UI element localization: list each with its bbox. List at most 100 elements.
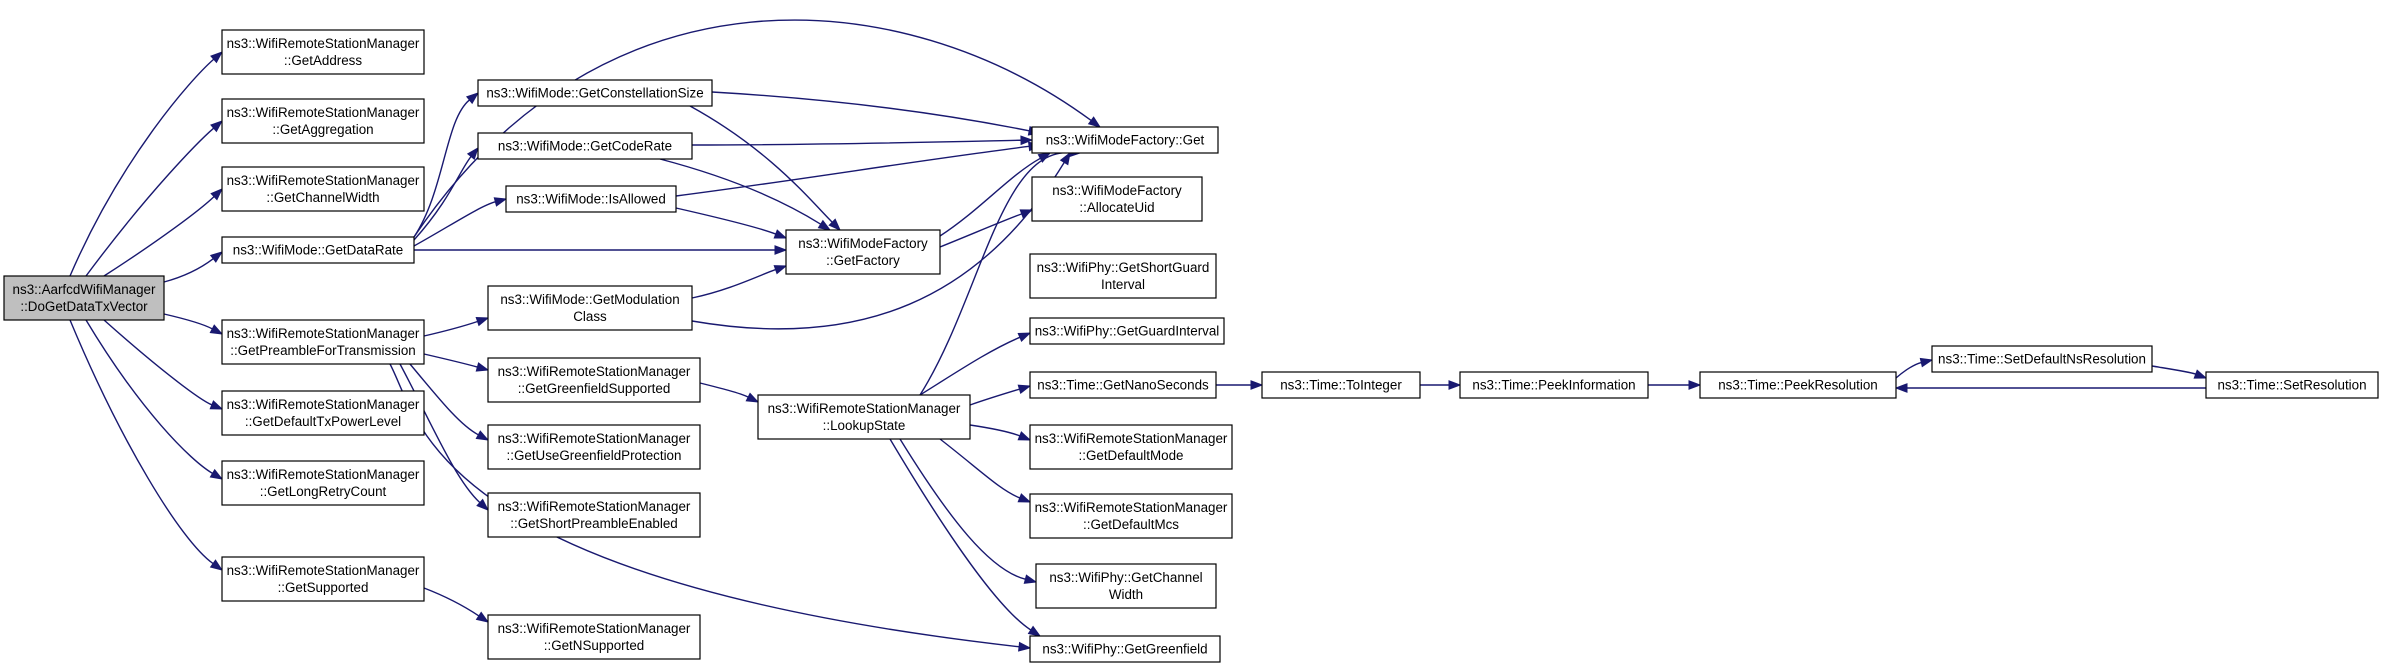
node-peekInformation[interactable]: ns3::Time::PeekInformation bbox=[1459, 371, 1649, 399]
edge-getPreamble-to-getShortPreamble bbox=[399, 363, 490, 511]
node-label: ::GetNSupported bbox=[544, 638, 645, 653]
edge-lookupState-to-getNanoSeconds bbox=[969, 384, 1032, 406]
edge-getSupported-to-getNSupported bbox=[423, 587, 490, 623]
node-getCodeRate[interactable]: ns3::WifiMode::GetCodeRate bbox=[477, 132, 693, 160]
node-setDefaultNs[interactable]: ns3::Time::SetDefaultNsResolution bbox=[1931, 345, 2153, 373]
edge-lookupState-to-getDefaultMode bbox=[969, 424, 1032, 441]
node-getGuardInterval[interactable]: ns3::WifiPhy::GetGuardInterval bbox=[1029, 317, 1225, 345]
node-box bbox=[1261, 371, 1421, 399]
node-getAddress[interactable]: ns3::WifiRemoteStationManager::GetAddres… bbox=[221, 29, 425, 75]
node-getDataRate[interactable]: ns3::WifiMode::GetDataRate bbox=[221, 236, 415, 264]
arrowhead-icon bbox=[1023, 574, 1038, 584]
node-getDefaultMcs[interactable]: ns3::WifiRemoteStationManager::GetDefaul… bbox=[1029, 493, 1233, 539]
edge-root-to-getSupported bbox=[69, 319, 224, 571]
node-box bbox=[477, 132, 693, 160]
arrowhead-icon bbox=[828, 218, 841, 231]
node-allocateUid[interactable]: ns3::WifiModeFactory::AllocateUid bbox=[1031, 176, 1203, 222]
node-lookupState[interactable]: ns3::WifiRemoteStationManager::LookupSta… bbox=[757, 394, 971, 440]
arrowhead-icon bbox=[1688, 380, 1702, 390]
edge-line bbox=[85, 127, 215, 277]
node-getUseGreenfield[interactable]: ns3::WifiRemoteStationManager::GetUseGre… bbox=[487, 424, 701, 470]
node-label: ::GetDefaultTxPowerLevel bbox=[245, 414, 401, 429]
arrowhead-icon bbox=[1027, 625, 1042, 637]
arrowhead-icon bbox=[1250, 380, 1264, 390]
node-getGreenfieldSupported[interactable]: ns3::WifiRemoteStationManager::GetGreenf… bbox=[487, 357, 701, 403]
node-label: ::LookupState bbox=[823, 418, 906, 433]
node-getShortPreamble[interactable]: ns3::WifiRemoteStationManager::GetShortP… bbox=[487, 492, 701, 538]
node-toInteger[interactable]: ns3::Time::ToInteger bbox=[1261, 371, 1421, 399]
node-label: ns3::WifiModeFactory bbox=[798, 236, 928, 251]
node-getPreamble[interactable]: ns3::WifiRemoteStationManager::GetPreamb… bbox=[221, 319, 425, 365]
node-label: ns3::WifiMode::GetConstellationSize bbox=[486, 86, 703, 101]
node-label: ns3::Time::ToInteger bbox=[1280, 378, 1402, 393]
node-box bbox=[3, 275, 165, 321]
node-getLongRetry[interactable]: ns3::WifiRemoteStationManager::GetLongRe… bbox=[221, 460, 425, 506]
edge-getDataRate-to-factoryGetFactory bbox=[413, 245, 788, 255]
edge-line bbox=[423, 353, 478, 368]
node-getConstellation[interactable]: ns3::WifiMode::GetConstellationSize bbox=[477, 79, 713, 107]
node-isAllowed[interactable]: ns3::WifiMode::IsAllowed bbox=[505, 185, 677, 213]
edge-getModClass-to-factoryGetFactory bbox=[691, 265, 788, 299]
node-label: Class bbox=[573, 309, 607, 324]
node-phyGetChannelWidth[interactable]: ns3::WifiPhy::GetChannelWidth bbox=[1035, 563, 1217, 609]
node-getChannelWidth[interactable]: ns3::WifiRemoteStationManager::GetChanne… bbox=[221, 166, 425, 212]
node-peekResolution[interactable]: ns3::Time::PeekResolution bbox=[1699, 371, 1897, 399]
arrowhead-icon bbox=[1017, 431, 1032, 441]
node-box bbox=[1029, 493, 1233, 539]
node-getNSupported[interactable]: ns3::WifiRemoteStationManager::GetNSuppo… bbox=[487, 614, 701, 660]
edge-lookupState-to-phyGetChannelWidth bbox=[899, 438, 1038, 584]
node-label: ns3::WifiRemoteStationManager bbox=[768, 401, 961, 416]
edge-line bbox=[899, 438, 1026, 580]
node-label: ns3::WifiMode::GetModulation bbox=[500, 292, 679, 307]
node-getAggregation[interactable]: ns3::WifiRemoteStationManager::GetAggreg… bbox=[221, 98, 425, 144]
node-root[interactable]: ns3::AarfcdWifiManager::DoGetDataTxVecto… bbox=[3, 275, 165, 321]
arrowhead-icon bbox=[476, 498, 490, 511]
arrowhead-icon bbox=[1020, 135, 1034, 146]
edge-getNanoSeconds-to-toInteger bbox=[1216, 380, 1264, 390]
edge-toInteger-to-peekInformation bbox=[1420, 380, 1462, 390]
edge-getPreamble-to-getModClass bbox=[423, 316, 490, 337]
node-getDefaultMode[interactable]: ns3::WifiRemoteStationManager::GetDefaul… bbox=[1029, 424, 1233, 470]
node-box bbox=[1029, 371, 1217, 399]
node-getNanoSeconds[interactable]: ns3::Time::GetNanoSeconds bbox=[1029, 371, 1217, 399]
edge-root-to-getChannelWidth bbox=[103, 188, 224, 277]
node-box bbox=[1029, 253, 1217, 299]
node-label: ns3::WifiMode::GetCodeRate bbox=[498, 139, 672, 154]
node-box bbox=[1029, 635, 1221, 663]
node-label: ns3::WifiRemoteStationManager bbox=[498, 364, 691, 379]
arrowhead-icon bbox=[465, 92, 480, 105]
edge-line bbox=[689, 105, 833, 223]
node-setResolution[interactable]: ns3::Time::SetResolution bbox=[2205, 371, 2379, 399]
node-label: ns3::WifiRemoteStationManager bbox=[1035, 500, 1228, 515]
node-getSupported[interactable]: ns3::WifiRemoteStationManager::GetSuppor… bbox=[221, 556, 425, 602]
edge-line bbox=[691, 268, 776, 299]
node-label: ns3::WifiModeFactory bbox=[1052, 183, 1182, 198]
edge-line bbox=[413, 99, 470, 238]
edge-line bbox=[85, 319, 213, 474]
edge-line bbox=[409, 363, 479, 436]
node-phyGetGreenfield[interactable]: ns3::WifiPhy::GetGreenfield bbox=[1029, 635, 1221, 663]
edge-line bbox=[889, 438, 1032, 631]
edge-root-to-getDefaultTxPower bbox=[103, 319, 224, 410]
node-label: ::DoGetDataTxVector bbox=[20, 299, 148, 314]
edge-line bbox=[69, 319, 214, 565]
node-box bbox=[487, 614, 701, 660]
arrowhead-icon bbox=[1017, 384, 1032, 395]
node-box bbox=[221, 236, 415, 264]
arrowhead-icon bbox=[209, 324, 224, 335]
arrowhead-icon bbox=[1017, 493, 1032, 503]
edge-getDataRate-to-getCodeRate bbox=[413, 146, 479, 241]
edge-isAllowed-to-factoryGet bbox=[675, 141, 1042, 197]
edge-line bbox=[1895, 361, 1922, 379]
node-label: ns3::WifiPhy::GetGuardInterval bbox=[1035, 324, 1220, 339]
arrowhead-icon bbox=[1059, 151, 1071, 166]
edge-peekResolution-to-setDefaultNs bbox=[1895, 357, 1934, 379]
node-label: ::GetGreenfieldSupported bbox=[518, 381, 671, 396]
node-getDefaultTxPower[interactable]: ns3::WifiRemoteStationManager::GetDefaul… bbox=[221, 390, 425, 436]
node-factoryGet[interactable]: ns3::WifiModeFactory::Get bbox=[1031, 126, 1219, 154]
node-factoryGetFactory[interactable]: ns3::WifiModeFactory::GetFactory bbox=[785, 229, 941, 275]
edge-line bbox=[711, 91, 1030, 132]
